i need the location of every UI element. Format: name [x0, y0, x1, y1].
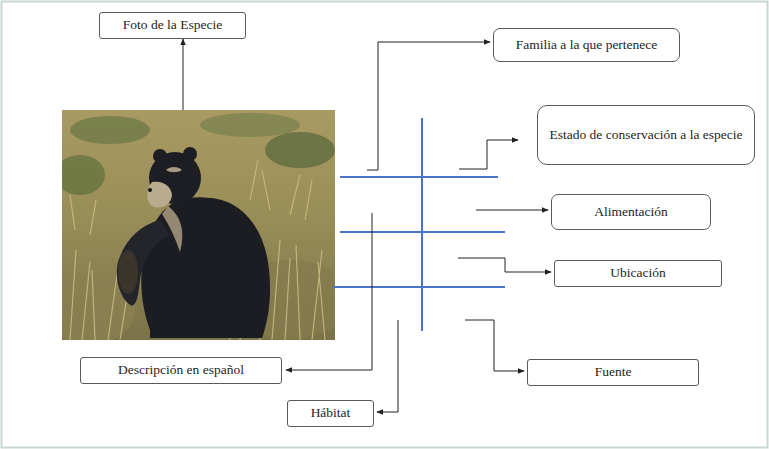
leader-arrow [459, 140, 518, 169]
label-box: Ubicación [554, 260, 722, 287]
leader-arrow [183, 39, 184, 110]
label-box: Fuente [527, 359, 699, 386]
shrub [200, 113, 300, 137]
label-text: Alimentación [594, 204, 667, 221]
grid-lines [333, 118, 505, 331]
bear-muzzle [147, 182, 172, 208]
label-box: Familia a la que pertenece [493, 28, 680, 62]
label-box: Alimentación [551, 194, 711, 230]
label-box: Descripción en español [80, 357, 282, 384]
grid-horizontal [340, 231, 505, 233]
bear-ear [183, 147, 197, 161]
bear-paw-tip [118, 250, 138, 294]
label-text: Fuente [595, 364, 632, 381]
leader-arrow [476, 210, 548, 211]
leader-arrow [465, 320, 524, 371]
shrub [265, 132, 335, 168]
leader-lines [286, 42, 551, 412]
label-text: Ubicación [610, 265, 665, 282]
leader-arrow [458, 258, 551, 272]
bear-nose [148, 188, 152, 192]
bear-ear [153, 149, 167, 163]
label-box: Hábitat [287, 400, 374, 427]
leader-arrow [286, 213, 372, 370]
grid-horizontal [333, 286, 505, 288]
bear-paw [117, 220, 170, 306]
leader-arrow [367, 42, 490, 170]
bear-body [141, 197, 270, 338]
grid-horizontal [340, 176, 498, 178]
bear-chest-marking [162, 206, 182, 252]
shrub [70, 116, 150, 144]
leader-arrow [377, 320, 398, 412]
label-text: Descripción en español [118, 362, 244, 379]
shrub [62, 155, 105, 195]
label-text: Familia a la que pertenece [516, 37, 658, 54]
bear-spectacle-marking [166, 167, 182, 172]
label-box: Estado de conservación a la especie [537, 105, 755, 165]
grid-vertical [421, 118, 423, 331]
label-box: Foto de la Especie [99, 12, 246, 39]
label-text: Hábitat [311, 405, 351, 422]
label-text: Estado de conservación a la especie [549, 127, 742, 144]
label-text: Foto de la Especie [123, 17, 222, 34]
bear-photo [62, 110, 335, 340]
